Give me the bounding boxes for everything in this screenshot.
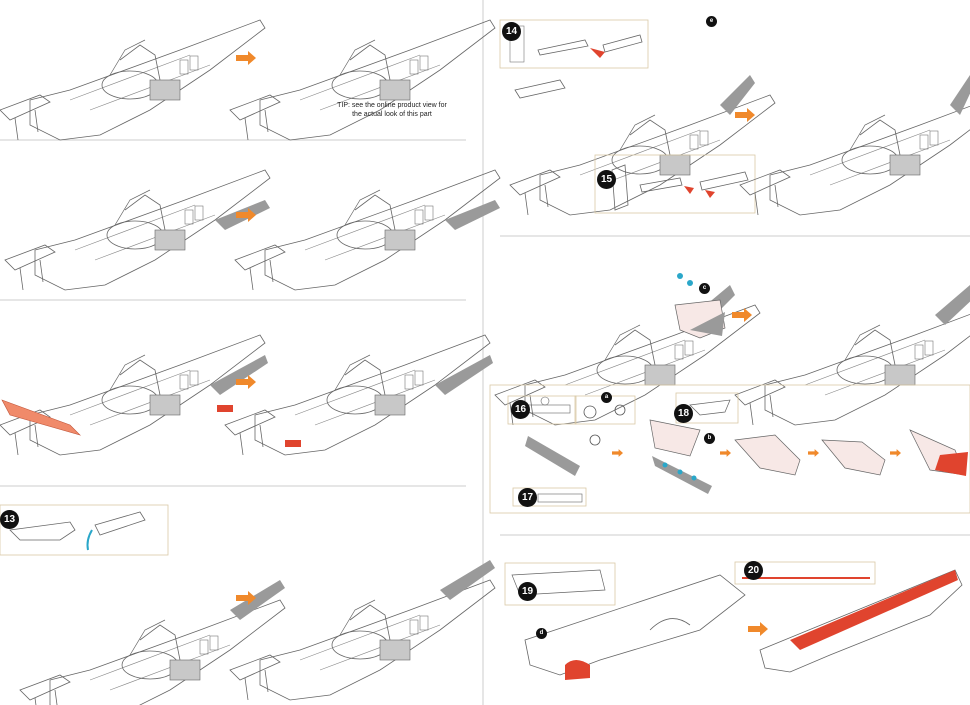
step-left-1-arrow: [236, 51, 256, 65]
step-badge-17: 17: [518, 488, 537, 507]
panel-step-14: [499, 19, 649, 69]
step-right-2-after: [734, 285, 970, 426]
step-badge-13: 13: [0, 510, 19, 529]
tip-line-2: the actual look of this part: [352, 111, 432, 118]
panel-step-13: [0, 504, 169, 556]
step-left-3-after: [217, 334, 493, 456]
marker-c: c: [699, 283, 710, 294]
step-right-1-before: [509, 75, 776, 216]
sub-arrow-2: [720, 449, 731, 457]
marker-e: e: [706, 16, 717, 27]
step-left-3-before: [0, 334, 268, 456]
marker-b: b: [704, 433, 715, 444]
panel-step-19: [504, 562, 616, 606]
sub-arrow-4: [890, 449, 901, 457]
step-left-4-after: [229, 560, 496, 701]
step-left-2-after: [234, 169, 501, 291]
step-badge-18: 18: [674, 404, 693, 423]
marker-a: a: [601, 392, 612, 403]
step-right-1-arrow: [735, 108, 755, 122]
step-badge-19: 19: [518, 582, 537, 601]
marker-d: d: [536, 628, 547, 639]
panel-subassembly: [489, 384, 970, 514]
tip-line-1: TIP: see the online product view for: [337, 102, 447, 109]
step-right-4-arrow: [748, 622, 768, 636]
step-badge-15: 15: [597, 170, 616, 189]
step-left-2-before: [4, 169, 271, 291]
panel-step-20: [734, 561, 876, 585]
panel-step-16: [507, 395, 577, 425]
sub-arrow-3: [808, 449, 819, 457]
step-badge-16: 16: [511, 400, 530, 419]
step-badge-14: 14: [502, 22, 521, 41]
panel-step-17: [512, 487, 587, 507]
step-left-1-before: [0, 19, 266, 141]
tip-text: TIP: see the online product view for the…: [312, 101, 472, 119]
step-left-1-after: [229, 19, 496, 141]
step-right-1-after: [739, 75, 970, 216]
step-left-4-before: [19, 580, 286, 705]
panel-step-15: [594, 154, 756, 214]
sub-arrow-1: [612, 449, 623, 457]
step-badge-20: 20: [744, 561, 763, 580]
